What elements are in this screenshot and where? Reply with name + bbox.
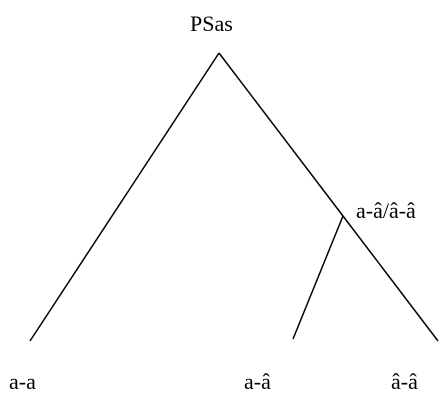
root-node-label: PSas (190, 11, 233, 36)
edge-root-to-inner-node (218, 52, 344, 217)
edge-inner-node-to-leaf-a-hat-a-hat (342, 215, 439, 342)
edge-inner-node-to-leaf-a-a-hat (292, 215, 344, 340)
leaf-node-label: a-â (244, 369, 271, 394)
internal-node-label: a-â/â-â (356, 198, 416, 223)
leaf-node-label: a-a (9, 369, 36, 394)
leaf-node-label: â-â (391, 369, 418, 394)
edge-root-to-leaf-a-a (29, 52, 220, 342)
